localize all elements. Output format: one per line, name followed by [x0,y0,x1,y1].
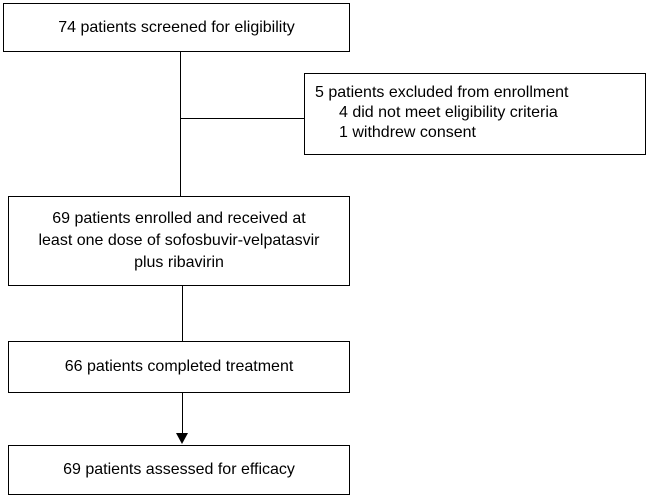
excluded-reason-ineligible: 4 did not meet eligibility criteria [339,104,558,121]
enrolled-text-line-3: plus ribavirin [134,254,224,271]
connector-screened-enrolled [180,52,181,196]
excluded-title: 5 patients excluded from enrollment [315,84,569,101]
excluded-reason-withdrew: 1 withdrew consent [339,124,476,141]
screened-text: 74 patients screened for eligibility [58,18,295,36]
enrolled-text-line-2: least one dose of sofosbuvir-velpatasvir [38,232,320,249]
connector-exclusion-branch [180,118,304,119]
screened-box: 74 patients screened for eligibility [3,3,350,52]
assessed-box: 69 patients assessed for efficacy [8,445,350,495]
enrolled-box: 69 patients enrolled and received at lea… [8,196,350,286]
completed-text: 66 patients completed treatment [64,358,294,375]
arrow-head-icon [176,433,188,444]
connector-enrolled-completed [182,286,183,341]
connector-completed-assessed [182,393,183,434]
excluded-box: 5 patients excluded from enrollment 4 di… [304,73,646,155]
assessed-text: 69 patients assessed for efficacy [63,461,295,478]
completed-box: 66 patients completed treatment [8,341,350,393]
enrolled-text-line-1: 69 patients enrolled and received at [52,210,306,227]
